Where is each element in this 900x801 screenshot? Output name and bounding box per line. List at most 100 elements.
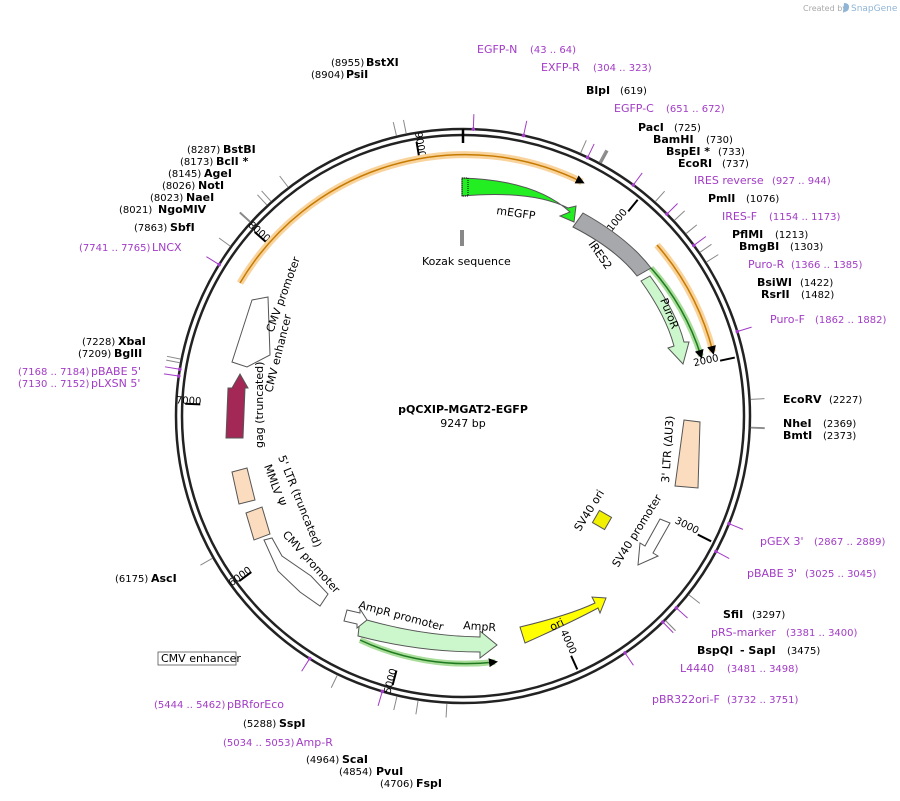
enzyme-BspQI[interactable]: BspQI [697,644,733,657]
feature-ori[interactable] [519,596,607,644]
feature-3LTR[interactable] [674,419,701,489]
enzyme-BstXI[interactable]: BstXI [366,56,399,69]
enzyme-BspEI[interactable]: BspEI * [666,145,710,158]
primer-leader [694,236,707,246]
primer-labels: EGFP-N (43 .. 64) EXFP-R (304 .. 323) EG… [18,43,887,749]
primer-L4440[interactable]: L4440 [680,662,714,675]
enzyme-BlpI[interactable]: BlpI [586,84,610,97]
primer-pLXSN5[interactable]: pLXSN 5' [91,377,140,390]
enzyme-BmgBI[interactable]: BmgBI [739,240,779,253]
enzyme-leader [392,122,397,136]
enzyme-BclI[interactable]: BclI * [216,155,249,168]
primer-leader [587,143,595,157]
enzyme-BstBI[interactable]: BstBI [223,143,256,156]
feature-SV40-promoter[interactable] [637,518,671,566]
enzyme-PsiI[interactable]: PsiI [346,68,368,81]
feature-mEGFP[interactable] [461,177,577,223]
tick-label: 9000 [412,131,427,158]
primer-pBABE5[interactable]: pBABE 5' [91,365,141,378]
enzyme-RsrII[interactable]: RsrII [761,288,790,301]
enzyme-pos-BspQI: (3475) [787,646,820,657]
primer-IRES-F[interactable]: IRES-F [722,210,757,223]
enzyme-NheI[interactable]: NheI [783,417,812,430]
tick-mark [391,670,398,686]
primer-EXFP-R[interactable]: EXFP-R [541,61,580,74]
primer-pos-pLXSN5: (7130 .. 7152) [18,379,90,390]
primer-site-marker [521,133,526,138]
feature-PuroR[interactable] [640,275,690,365]
feature-5LTR[interactable] [245,506,271,541]
primer-site-marker [178,367,182,372]
credit-prefix: Created by [803,4,847,13]
enzyme-pos-EcoRV: (2227) [829,395,862,406]
primer-pBRforEco[interactable]: pBRforEco [227,698,284,711]
enzyme-SspI[interactable]: SspI [279,717,305,730]
feature-gag[interactable] [225,372,249,439]
tick-label: 7000 [176,395,202,407]
enzyme-FspI[interactable]: FspI [416,777,442,790]
primer-Puro-R[interactable]: Puro-R [748,258,785,271]
primer-pos-pBR322ori-F: (3732 .. 3751) [727,695,799,706]
enzyme-leader [580,140,587,154]
enzyme-pos-SbfI: (7863) [134,223,167,234]
enzyme-pos-BmgBI: (1303) [790,242,823,253]
label-kozak: Kozak sequence [422,255,511,268]
enzyme-PvuI[interactable]: PvuI [376,765,403,778]
feature-MMLV-psi[interactable] [231,467,256,505]
primer-pGEX3[interactable]: pGEX 3' [760,535,804,548]
enzyme-BamHI[interactable]: BamHI [653,133,694,146]
enzyme-XbaI[interactable]: XbaI [118,335,146,348]
enzyme-EcoRV[interactable]: EcoRV [783,393,822,406]
enzyme-SfiI[interactable]: SfiI [723,608,743,621]
primer-Puro-F[interactable]: Puro-F [770,313,805,326]
enzyme-EcoRI[interactable]: EcoRI [678,157,712,170]
enzyme-leader [239,212,251,223]
primer-LNCX[interactable]: LNCX [152,241,182,254]
primer-pBR322ori-F[interactable]: pBR322ori-F [652,693,720,706]
feature-SV40-ori[interactable] [591,509,613,531]
tick-label: 4000 [558,628,578,656]
primer-leader [523,120,528,135]
label-3LTR: 3' LTR (ΔU3) [659,415,677,483]
primer-EGFP-N[interactable]: EGFP-N [477,43,517,56]
primer-pos-EGFP-C: (651 .. 672) [666,104,725,115]
enzyme-pos-FspI: (4706) [380,779,413,790]
feature-mEGFP-start [461,177,469,197]
feature-IRES2[interactable] [572,212,652,277]
enzyme-SapI[interactable]: - SapI [740,644,776,657]
feature-CMV-enhancer-upper[interactable] [231,296,271,368]
primer-IRES-reverse[interactable]: IRES reverse [694,174,764,187]
feature-kozak[interactable] [460,230,464,246]
feature-CMV-promoter-lower[interactable] [263,537,329,607]
enzyme-SbfI[interactable]: SbfI [170,221,195,234]
enzyme-AgeI[interactable]: AgeI [204,167,232,180]
enzyme-NgoMIV[interactable]: NgoMIV [158,203,207,216]
enzyme-BmtI[interactable]: BmtI [783,429,812,442]
primer-pBABE3[interactable]: pBABE 3' [747,567,797,580]
enzyme-PmlI[interactable]: PmlI [708,192,735,205]
enzyme-ScaI[interactable]: ScaI [342,753,368,766]
enzyme-NotI[interactable]: NotI [198,179,224,192]
enzyme-leader [279,175,289,188]
enzyme-leader [600,150,608,164]
enzyme-AscI[interactable]: AscI [151,572,177,585]
enzyme-NaeI[interactable]: NaeI [186,191,214,204]
enzyme-leader [654,190,666,202]
primer-pos-L4440: (3481 .. 3498) [727,664,799,675]
primer-EGFP-C[interactable]: EGFP-C [614,102,654,115]
enzyme-PacI[interactable]: PacI [638,121,664,134]
feature-AmpR-promoter[interactable] [343,607,368,630]
tick-label: 2000 [693,353,720,369]
tick-mark [697,533,712,543]
enzyme-pos-AscI: (6175) [115,574,148,585]
leader-lines [163,114,765,718]
enzyme-pos-EcoRI: (737) [722,159,749,170]
enzyme-BsiWI[interactable]: BsiWI [757,276,792,289]
primer-pRS-marker[interactable]: pRS-marker [711,626,776,639]
enzyme-BglII[interactable]: BglII [114,347,142,360]
primer-Amp-R[interactable]: Amp-R [296,736,333,749]
enzyme-pos-NgoMIV: (8021) [119,205,152,216]
feature-AmpR[interactable] [357,617,498,660]
enzyme-PflMI[interactable]: PflMI [732,228,763,241]
primer-pos-pBABE3: (3025 .. 3045) [805,569,877,580]
